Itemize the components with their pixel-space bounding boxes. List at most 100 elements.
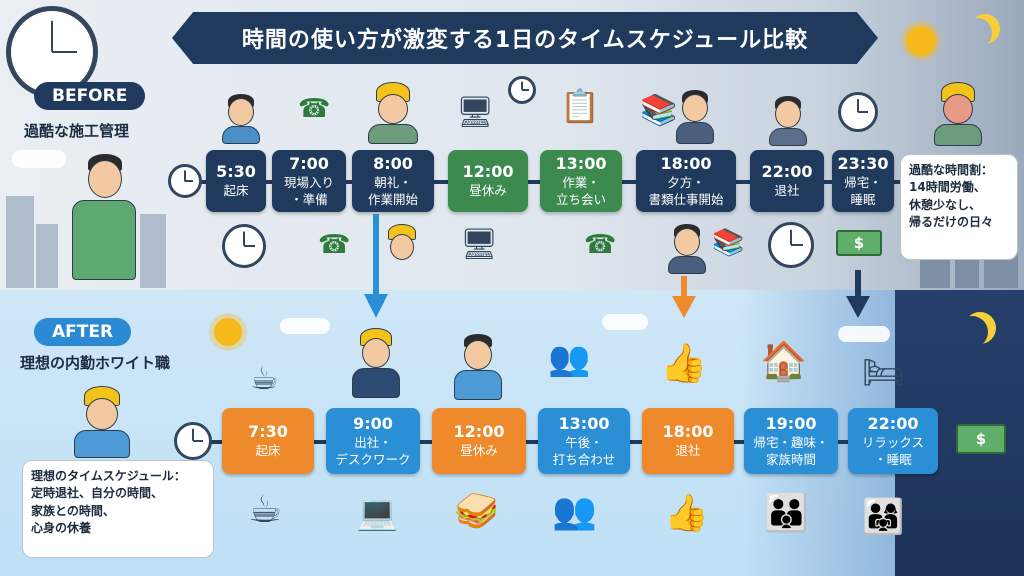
meeting-icon: 👥 (552, 491, 597, 532)
after-badge: AFTER (34, 318, 132, 346)
sandwich-icon: 🥪 (454, 491, 499, 532)
after-activity: 帰宅・趣味・ 家族時間 (753, 435, 829, 467)
after-activity: 起床 (255, 443, 281, 459)
after-subtitle: 理想の内勤ホワイト職 (20, 354, 171, 372)
stressed-office-worker-icon (672, 88, 718, 144)
before-time: 22:00 (761, 162, 813, 182)
before-item-2200: 22:00 退社 (750, 150, 824, 212)
relaxing-family-icon: 👨‍👩‍👧 (862, 497, 905, 537)
before-activity: 帰宅・ 睡眠 (844, 175, 882, 207)
phone-icon: ☎ (318, 230, 351, 260)
before-activity: 朝礼・ 作業開始 (367, 175, 418, 207)
after-note: 理想のタイムスケジュール： 定時退社、自分の時間、 家族との時間、 心身の休養 (22, 460, 214, 558)
hard-hat-worker-icon (364, 80, 422, 144)
hard-hat-worker-icon (382, 222, 422, 270)
tired-worker-icon (218, 92, 264, 144)
after-activity: 退社 (675, 443, 701, 459)
before-subtitle: 過酷な施工管理 (24, 122, 130, 140)
sun-icon (214, 318, 242, 346)
page-title: 時間の使い方が激変する1日のタイムスケジュール比較 (172, 12, 878, 64)
phone-icon: ☎ (584, 230, 617, 260)
laptop-icon: 💻 (356, 493, 399, 533)
before-item-0700: 7:00 現場入り ・準備 (272, 150, 346, 212)
after-item-1300: 13:00 午後・ 打ち合わせ (538, 408, 630, 474)
before-time: 5:30 (216, 162, 256, 182)
before-time: 13:00 (555, 154, 607, 174)
before-item-0530: 5:30 起床 (206, 150, 266, 212)
after-item-1800: 18:00 退社 (642, 408, 734, 474)
happy-worker-figure (70, 384, 134, 458)
after-time: 12:00 (453, 422, 505, 442)
eating-worker-icon (448, 332, 508, 402)
building-icon (6, 196, 34, 288)
before-activity: 起床 (223, 183, 249, 199)
after-item-1200: 12:00 昼休み (432, 408, 526, 474)
after-activity: リラックス ・睡眠 (861, 435, 925, 467)
clock-icon (222, 224, 266, 268)
paper-stack-icon: 📚 (712, 228, 745, 258)
after-item-0730: 7:30 起床 (222, 408, 314, 474)
clock-icon (174, 422, 212, 460)
after-item-1900: 19:00 帰宅・趣味・ 家族時間 (744, 408, 838, 474)
cloud-icon (280, 318, 330, 334)
before-note: 過酷な時間割： 14時間労働、 休憩少なし、 帰るだけの日々 (900, 154, 1018, 260)
desk-icon: 🖥 (460, 227, 499, 262)
office-worker-laptop-icon (344, 326, 408, 400)
before-item-1300: 13:00 作業・ 立ち会い (540, 150, 622, 212)
desk-icon: 🖥 (456, 95, 495, 130)
before-activity: 作業・ 立ち会い (555, 175, 606, 207)
thumbs-up-icon: 👍 (664, 493, 709, 534)
sun-icon (906, 26, 936, 56)
coffee-icon: ☕ (250, 359, 279, 397)
before-activity: 現場入り ・準備 (283, 175, 334, 207)
after-time: 19:00 (765, 414, 817, 434)
after-time: 18:00 (662, 422, 714, 442)
after-activity: 午後・ 打ち合わせ (552, 435, 616, 467)
before-activity: 昼休み (469, 183, 507, 199)
stressed-worker-figure (66, 150, 142, 282)
arrow-down-icon (672, 276, 696, 318)
before-item-0800: 8:00 朝礼・ 作業開始 (352, 150, 434, 212)
before-time: 18:00 (660, 154, 712, 174)
after-activity: 昼休み (460, 443, 498, 459)
cloud-icon (838, 326, 890, 342)
arrow-down-icon (364, 214, 388, 318)
money-icon: $ (836, 230, 882, 256)
before-activity: 夕方・ 書類仕事開始 (648, 175, 724, 207)
before-time: 12:00 (462, 162, 514, 182)
after-time: 22:00 (867, 414, 919, 434)
clock-icon (838, 92, 878, 132)
after-item-0900: 9:00 出社・ デスクワーク (326, 408, 420, 474)
meeting-icon: 👥 (548, 339, 591, 379)
paper-stack-icon: 📚 (640, 93, 678, 128)
before-badge: BEFORE (34, 82, 146, 110)
before-item-2330: 23:30 帰宅・ 睡眠 (832, 150, 894, 212)
after-time: 9:00 (353, 414, 393, 434)
before-activity: 退社 (774, 183, 800, 199)
arrow-down-icon (846, 270, 870, 318)
thumbs-up-icon: 👍 (660, 341, 708, 385)
cloud-icon (12, 150, 66, 168)
stressed-office-worker-icon (766, 94, 810, 146)
after-activity: 出社・ デスクワーク (335, 435, 411, 467)
house-family-icon: 🏠 (760, 339, 808, 383)
cloud-icon (602, 314, 648, 330)
angry-worker-icon (930, 80, 986, 146)
before-time: 8:00 (373, 154, 413, 174)
bed-icon: 🛏 (862, 353, 906, 393)
phone-icon: ☎ (298, 94, 331, 124)
checklist-icon: 📋 (560, 87, 600, 125)
family-icon: 👪 (764, 493, 809, 534)
moon-icon (956, 316, 988, 348)
before-time: 7:00 (289, 154, 329, 174)
after-item-2200: 22:00 リラックス ・睡眠 (848, 408, 938, 474)
clock-icon (508, 76, 536, 104)
before-item-1800: 18:00 夕方・ 書類仕事開始 (636, 150, 736, 212)
building-icon (36, 224, 58, 288)
before-item-1200: 12:00 昼休み (448, 150, 528, 212)
moon-icon (962, 18, 992, 48)
coffee-icon: ☕ (248, 487, 283, 531)
clock-icon (768, 222, 814, 268)
money-icon: $ (956, 424, 1006, 454)
